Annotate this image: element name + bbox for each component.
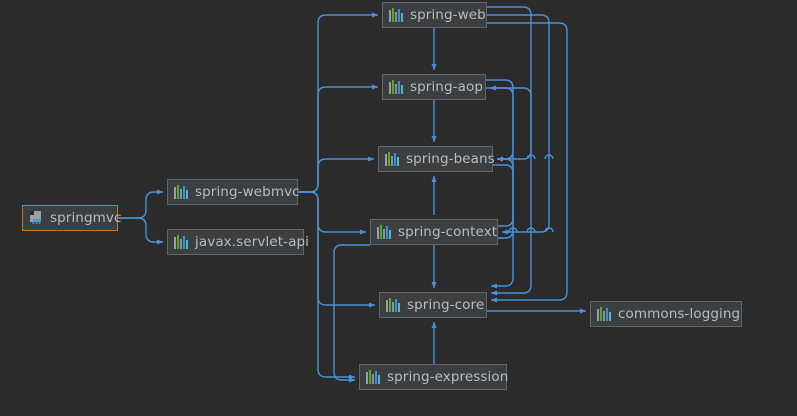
node-spring-webmvc[interactable]: spring-webmvc: [167, 179, 300, 205]
node-label: spring-aop: [410, 79, 484, 95]
maven-artifact-icon: [385, 297, 401, 313]
maven-artifact-icon: [384, 151, 400, 167]
node-label: springmvc: [50, 210, 122, 226]
node-label: spring-beans: [406, 151, 495, 167]
node-spring-core[interactable]: spring-core: [379, 292, 487, 318]
maven-artifact-icon: [388, 79, 404, 95]
node-spring-aop[interactable]: spring-aop: [382, 74, 486, 100]
maven-artifact-icon: [365, 369, 381, 385]
maven-artifact-icon: [376, 224, 392, 240]
node-label: commons-logging: [618, 306, 741, 322]
node-javax-servlet-api[interactable]: javax.servlet-api: [167, 229, 309, 255]
node-label: javax.servlet-api: [195, 234, 309, 250]
maven-module-icon: m: [28, 210, 44, 227]
edge-crossing-hops: [508, 154, 554, 233]
node-label: spring-core: [407, 297, 485, 313]
node-spring-web[interactable]: spring-web: [382, 2, 487, 28]
node-spring-expression[interactable]: spring-expression: [359, 364, 509, 390]
node-spring-beans[interactable]: spring-beans: [378, 146, 495, 172]
maven-artifact-icon: [596, 306, 612, 322]
maven-artifact-icon: [173, 234, 189, 250]
maven-artifact-icon: [173, 184, 189, 200]
node-commons-logging[interactable]: commons-logging: [590, 301, 742, 327]
node-label: spring-expression: [387, 369, 509, 385]
node-label: spring-web: [410, 7, 486, 23]
node-springmvc[interactable]: m springmvc: [22, 205, 121, 231]
maven-artifact-icon: [388, 7, 404, 23]
node-label: spring-webmvc: [195, 184, 300, 200]
edge-paths: [118, 6, 587, 383]
node-label: spring-context: [398, 224, 498, 240]
node-spring-context[interactable]: spring-context: [370, 219, 498, 245]
